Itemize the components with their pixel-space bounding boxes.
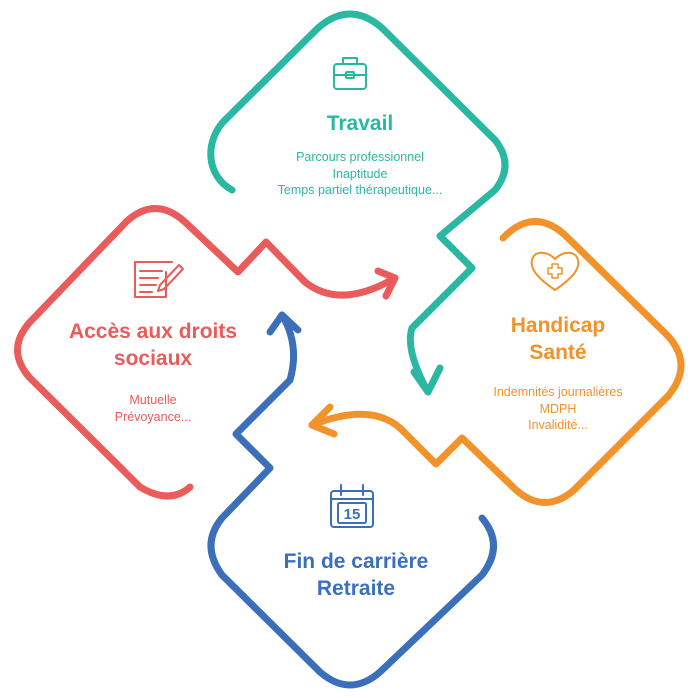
droits-block: Accès aux droits sociaux Mutuelle Prévoy… [48, 318, 258, 425]
sante-title-line-1: Handicap [510, 314, 606, 337]
droits-details: Mutuelle Prévoyance... [48, 392, 258, 425]
travail-detail-1: Parcours professionnel [296, 150, 424, 164]
sante-detail-3: Invalidité... [528, 418, 588, 432]
travail-detail-2: Inaptitude [332, 166, 388, 181]
droits-loop [14, 205, 399, 500]
retraite-title-line-2: Retraite [316, 577, 396, 600]
sante-title-line-2: Santé [529, 341, 587, 364]
sante-title: Handicap Santé [470, 312, 646, 366]
sante-detail-1: Indemnités journalières [493, 385, 623, 399]
travail-detail-3: Temps partiel thérapeutique... [277, 183, 443, 197]
sante-loop [308, 218, 685, 506]
heart-cross-icon [530, 251, 580, 291]
calendar-day: 15 [344, 506, 361, 523]
sante-block: Handicap Santé Indemnités journalières M… [470, 312, 646, 434]
document-pen-icon [134, 261, 184, 298]
calendar-icon: 15 [330, 484, 374, 528]
droits-detail-1: Mutuelle [129, 393, 177, 407]
sante-detail-2: MDPH [539, 401, 577, 416]
droits-detail-2: Prévoyance... [114, 409, 192, 424]
travail-block: Travail Parcours professionnel Inaptitud… [250, 110, 470, 199]
travail-loop [207, 10, 509, 396]
retraite-loop [207, 311, 497, 689]
retraite-block: Fin de carrière Retraite [250, 548, 462, 602]
droits-title: Accès aux droits sociaux [48, 318, 258, 372]
retraite-title-line-1: Fin de carrière [283, 550, 429, 573]
sante-details: Indemnités journalières MDPH Invalidité.… [470, 384, 646, 434]
travail-details: Parcours professionnel Inaptitude Temps … [250, 149, 470, 199]
retraite-title: Fin de carrière Retraite [250, 548, 462, 602]
droits-title-line-1: Accès aux droits [68, 320, 238, 343]
travail-title: Travail [326, 112, 394, 135]
droits-title-line-2: sociaux [113, 347, 193, 370]
briefcase-icon [333, 57, 367, 90]
